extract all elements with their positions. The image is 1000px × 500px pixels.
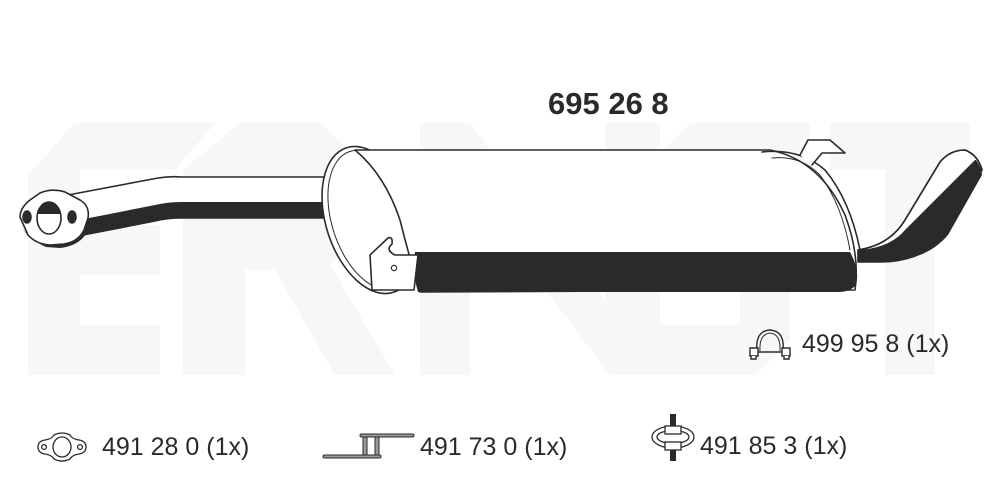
clamp-icon [749, 329, 791, 360]
part-number-title: 695 26 8 [548, 86, 669, 121]
gasket-icon [37, 432, 87, 462]
accessory-gasket: 491 28 0 (1x) [36, 432, 249, 462]
accessory-gasket-label: 491 28 0 (1x) [102, 432, 250, 461]
accessory-bracket: 491 73 0 (1x) [322, 432, 567, 462]
accessory-clamp: 499 95 8 (1x) [748, 327, 949, 361]
mounting-bracket-icon [322, 433, 415, 459]
accessory-hanger-label: 491 85 3 (1x) [700, 431, 848, 460]
accessory-bracket-label: 491 73 0 (1x) [420, 432, 568, 461]
accessory-clamp-label: 499 95 8 (1x) [802, 329, 950, 358]
rubber-hanger-icon [651, 414, 695, 461]
accessory-hanger: 491 85 3 (1x) [650, 412, 847, 462]
